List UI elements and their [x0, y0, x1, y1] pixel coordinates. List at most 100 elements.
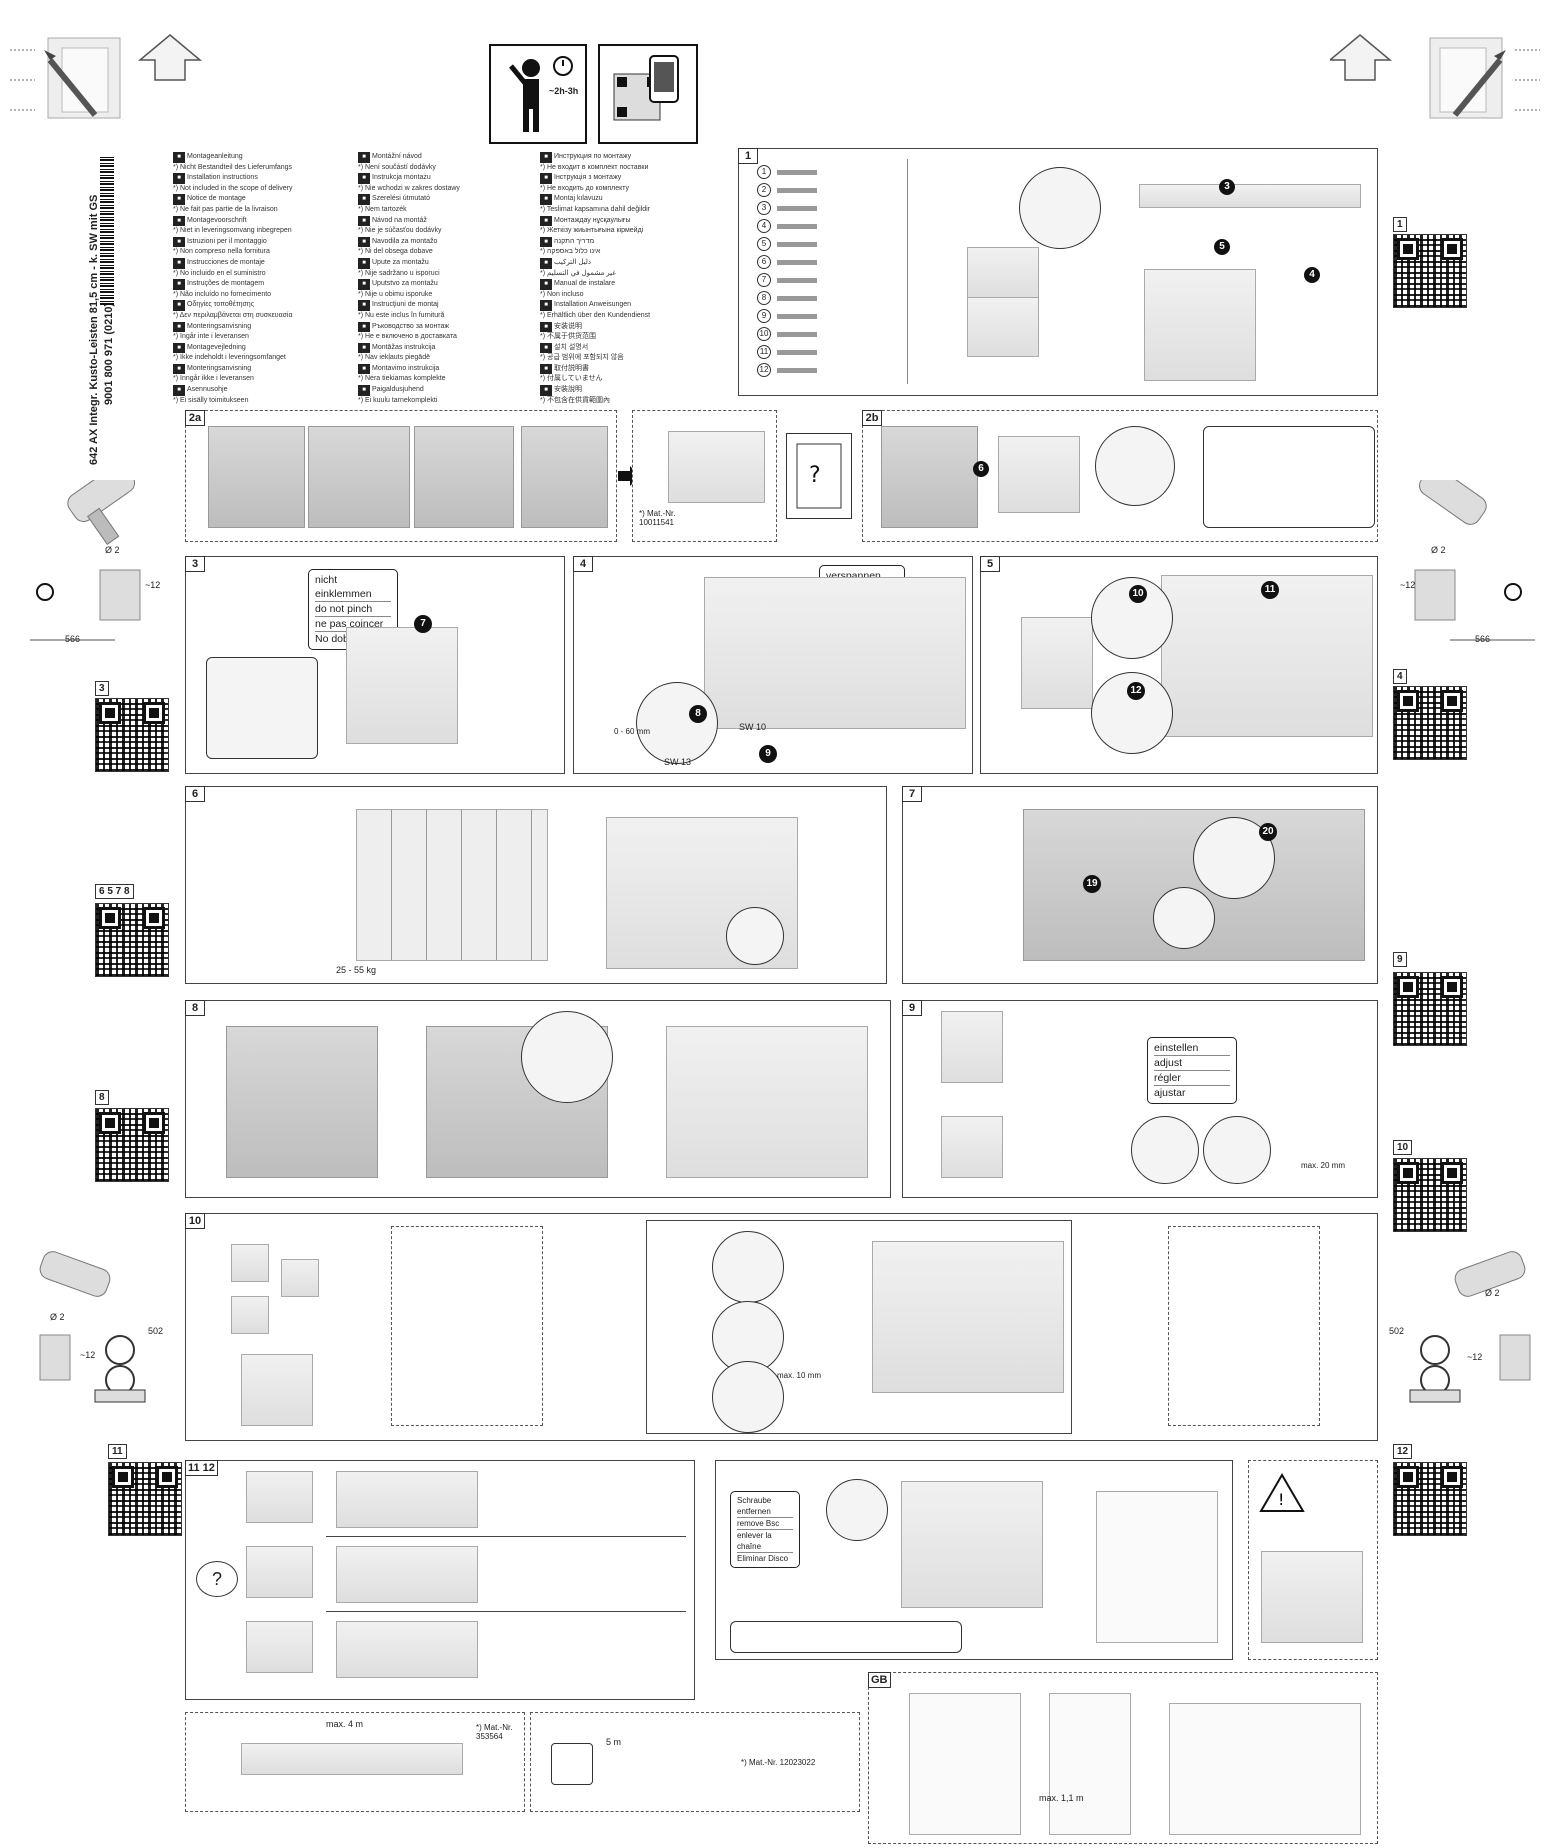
- language-row: *) Не входить до комплекту: [540, 184, 630, 192]
- qr-label: 10: [1393, 1140, 1413, 1155]
- zoom-circle-2: [712, 1301, 784, 1373]
- screw-limit: max. 10 mm: [777, 1371, 822, 1380]
- step-bullet-6: 6: [973, 461, 989, 477]
- qr-code-4[interactable]: [1393, 686, 1467, 760]
- svg-text:!: !: [1278, 1490, 1284, 1509]
- language-row: *) Не входит в комплект поставки: [540, 163, 649, 171]
- qr-code-8[interactable]: [95, 1108, 169, 1182]
- qr-code-11[interactable]: [108, 1462, 182, 1536]
- step-number: GB: [868, 1672, 891, 1688]
- qr-code-9[interactable]: [1393, 972, 1467, 1046]
- qr-label: 12: [1393, 1444, 1413, 1459]
- qr-code-6578[interactable]: [95, 903, 169, 977]
- step-panel-2a-detail: *) Mat.-Nr. 10011541: [632, 410, 777, 542]
- drill-diameter: Ø 2: [105, 545, 120, 555]
- dishwasher-illustration: [346, 627, 458, 744]
- language-row: ■安装说明: [540, 321, 710, 333]
- language-row: ■Návod na montáž: [358, 215, 528, 227]
- cabinet-option-2: [281, 1259, 319, 1297]
- language-row: *) Ikke indeholdt i leveringsomfanget: [173, 354, 286, 362]
- rail-2: [336, 1546, 478, 1603]
- warning-strip: [730, 1621, 962, 1653]
- step-number: 2b: [862, 410, 882, 426]
- step-panel-8: 8: [185, 1000, 891, 1198]
- hose-material-number: *) Mat.-Nr. 353564: [476, 1723, 513, 1741]
- parts-list-item: 2: [757, 181, 857, 199]
- wrench-size-13: SW 13: [664, 757, 692, 767]
- language-row: *) Não incluído no fornecimento: [173, 290, 272, 298]
- zoom-circle-1: [1131, 1116, 1199, 1184]
- qr-code-3[interactable]: [95, 698, 169, 772]
- language-row: ■Monteringsanvisning: [173, 321, 343, 333]
- language-row: *) Ei kuulu tarnekomplekti: [358, 396, 438, 404]
- door-weight: 25 - 55 kg: [336, 965, 377, 975]
- language-row: ■Montážní návod: [358, 152, 528, 163]
- language-row: ■دليل التركيب: [540, 257, 710, 269]
- dishwasher-illustration: [1144, 269, 1256, 381]
- language-row: ■Istruzioni per il montaggio: [173, 236, 343, 248]
- language-row: *) Nav iekļauts piegādē: [358, 354, 430, 362]
- parts-list-item: 6: [757, 253, 857, 271]
- qr-label: 9: [1393, 952, 1407, 967]
- language-row: ■安裝說明: [540, 385, 710, 396]
- option-row-3: [246, 1621, 313, 1673]
- step-number: 3: [185, 556, 205, 572]
- step-panel-10: 10 max. 10 mm: [185, 1213, 1378, 1441]
- qr-code-10[interactable]: [1393, 1158, 1467, 1232]
- language-row: ■Οδηγίες τοποθέτησης: [173, 300, 343, 311]
- language-row: *) Nie wchodzi w zakres dostawy: [358, 184, 460, 192]
- step-number: 7: [902, 786, 922, 802]
- language-row: *) Erhältlich über den Kundendienst: [540, 311, 651, 319]
- language-row: ■取付説明書: [540, 363, 710, 375]
- power-cable-panel: 5 m *) Mat.-Nr. 12023022: [530, 1712, 860, 1812]
- parts-list-item: 3: [757, 199, 857, 217]
- step-number: 6: [185, 786, 205, 802]
- language-row: ■Montaj kılavuzu: [540, 194, 710, 205]
- comparison-box: [1203, 426, 1375, 528]
- box-line: enlever la chaîne: [737, 1530, 793, 1553]
- warning-triangle-icon: !: [1259, 1473, 1305, 1512]
- language-row: ■Montāžas instrukcija: [358, 342, 528, 354]
- step-number: 1: [738, 148, 758, 164]
- qr-code-12[interactable]: [1393, 1462, 1467, 1536]
- step-number: 4: [573, 556, 593, 572]
- qr-label: 11: [108, 1444, 127, 1459]
- language-row: ■Upute za montažu: [358, 257, 528, 269]
- language-column-2: ■Montážní návod*) Není součástí dodávky■…: [358, 152, 528, 406]
- language-row: *) Inngår ikke i leveransen: [173, 375, 254, 383]
- parts-list-item: 8: [757, 289, 857, 307]
- divider: [907, 159, 908, 384]
- qr-label: 1: [1393, 217, 1407, 232]
- door-detail-1: [941, 1011, 1003, 1083]
- zoom-circle-3: [712, 1361, 784, 1433]
- hose-length: max. 4 m: [326, 1719, 364, 1729]
- step-bullet-8: 8: [689, 705, 707, 723]
- qr-label: 6 5 7 8: [95, 884, 134, 899]
- qr-code-1[interactable]: [1393, 234, 1467, 308]
- language-row: *) Niet in leveringsomvang inbegrepen: [173, 227, 292, 235]
- language-row: ■Instruções de montagem: [173, 279, 343, 290]
- parts-list-item: 1: [757, 163, 857, 181]
- counter-unit-2: [308, 426, 410, 528]
- hose-height-illustration: [1049, 1693, 1131, 1835]
- language-column-3: ■Инструкция по монтажу*) Не входит в ком…: [540, 152, 710, 406]
- box-line: Eliminar Disco: [737, 1554, 789, 1563]
- zoom-circle-1: [712, 1231, 784, 1303]
- step-bullet-7: 7: [414, 615, 432, 633]
- language-row: *) Nie je súčasťou dodávky: [358, 227, 442, 235]
- drill-diameter: Ø 2: [1485, 1288, 1500, 1298]
- drill-diameter: Ø 2: [50, 1312, 65, 1322]
- option-row-2: [246, 1546, 313, 1598]
- zoom-circle: [206, 657, 318, 759]
- zoom-circle: [826, 1479, 888, 1541]
- cabinet-option-1: [231, 1244, 269, 1282]
- step-bullet-10: 10: [1129, 585, 1147, 603]
- step-panel-5: 5 10 11 12: [980, 556, 1378, 774]
- max-height: max. 1,1 m: [1039, 1793, 1084, 1803]
- language-row: *) Ne fait pas partie de la livraison: [173, 205, 278, 213]
- language-row: *) Nu este inclus în furnitură: [358, 311, 445, 319]
